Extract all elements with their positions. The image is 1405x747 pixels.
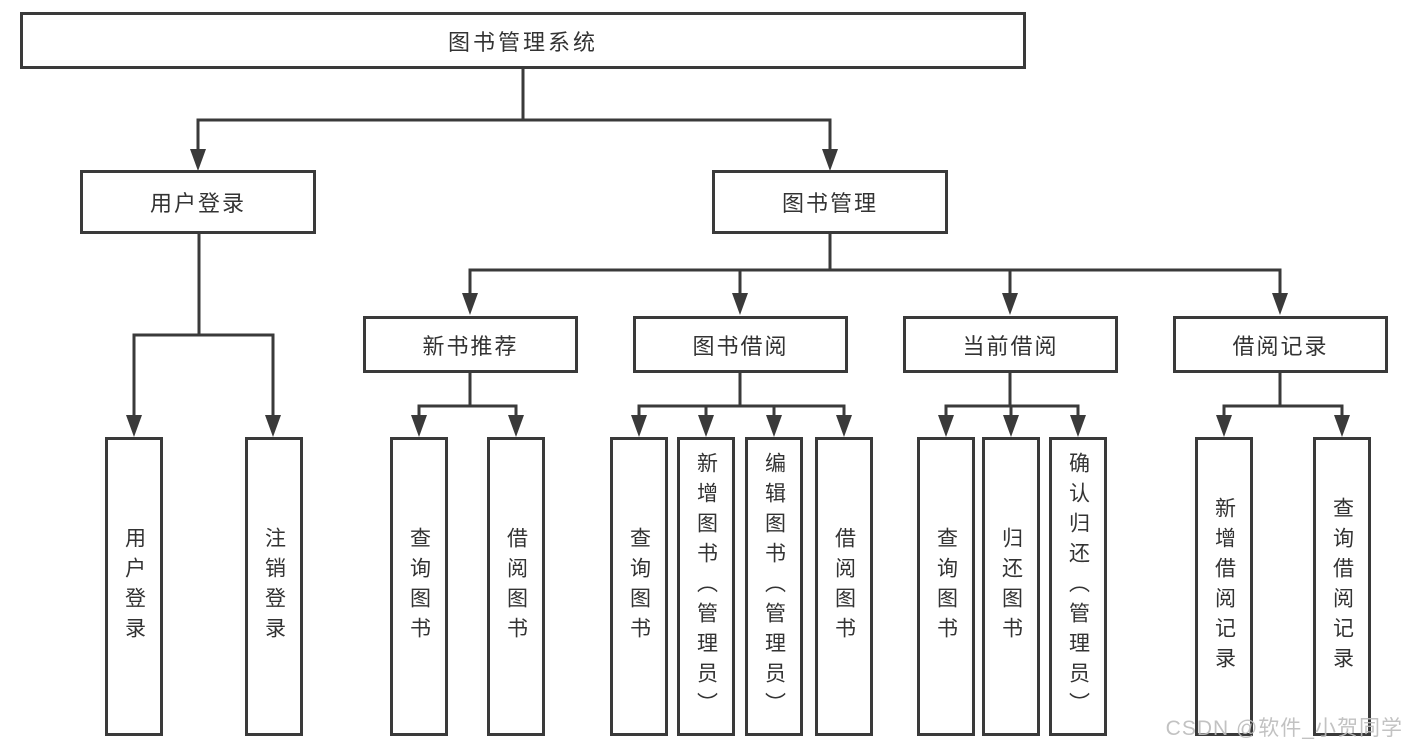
leaf-cb-confirm-return-admin-label: 确认归还（管理员）	[1066, 451, 1090, 722]
leaf-logout: 注销登录	[245, 437, 303, 736]
node-current-borrowing-label: 当前借阅	[962, 333, 1059, 359]
leaf-rec-query-books-label: 查询图书	[407, 526, 431, 647]
node-borrowing-records: 借阅记录	[1173, 316, 1388, 373]
node-root-system: 图书管理系统	[20, 12, 1026, 69]
csdn-watermark: CSDN @软件_小贺同学	[1165, 717, 1403, 740]
leaf-bb-query-books: 查询图书	[610, 437, 668, 736]
node-book-management: 图书管理	[712, 170, 948, 234]
leaf-bb-query-books-label: 查询图书	[627, 526, 651, 647]
leaf-user-login: 用户登录	[105, 437, 163, 736]
node-book-borrowing: 图书借阅	[633, 316, 848, 373]
leaf-bb-add-books-admin: 新增图书（管理员）	[677, 437, 735, 736]
leaf-br-query-record: 查询借阅记录	[1313, 437, 1371, 736]
leaf-bb-add-books-admin-label: 新增图书（管理员）	[694, 451, 718, 722]
leaf-br-add-record-label: 新增借阅记录	[1212, 496, 1236, 677]
leaf-user-login-label: 用户登录	[122, 526, 146, 647]
leaf-bb-borrow-books-label: 借阅图书	[832, 526, 856, 647]
node-current-borrowing: 当前借阅	[903, 316, 1118, 373]
leaf-br-query-record-label: 查询借阅记录	[1330, 496, 1354, 677]
node-user-login-label: 用户登录	[149, 191, 246, 216]
node-borrowing-records-label: 借阅记录	[1232, 333, 1329, 359]
node-user-login: 用户登录	[80, 170, 316, 234]
leaf-rec-borrow-books: 借阅图书	[487, 437, 545, 736]
node-new-book-recommend-label: 新书推荐	[422, 333, 519, 359]
node-root-system-label: 图书管理系统	[447, 29, 598, 55]
leaf-br-add-record: 新增借阅记录	[1195, 437, 1253, 736]
leaf-bb-edit-books-admin-label: 编辑图书（管理员）	[762, 451, 786, 722]
leaf-cb-query-books-label: 查询图书	[934, 526, 958, 647]
leaf-cb-return-books-label: 归还图书	[999, 526, 1023, 647]
leaf-rec-borrow-books-label: 借阅图书	[504, 526, 528, 647]
node-book-borrowing-label: 图书借阅	[692, 333, 789, 359]
leaf-bb-edit-books-admin: 编辑图书（管理员）	[745, 437, 803, 736]
leaf-rec-query-books: 查询图书	[390, 437, 448, 736]
node-new-book-recommend: 新书推荐	[363, 316, 578, 373]
leaf-cb-query-books: 查询图书	[917, 437, 975, 736]
node-book-management-label: 图书管理	[781, 191, 878, 216]
leaf-bb-borrow-books: 借阅图书	[815, 437, 873, 736]
leaf-logout-label: 注销登录	[262, 526, 286, 647]
leaf-cb-return-books: 归还图书	[982, 437, 1040, 736]
leaf-cb-confirm-return-admin: 确认归还（管理员）	[1049, 437, 1107, 736]
